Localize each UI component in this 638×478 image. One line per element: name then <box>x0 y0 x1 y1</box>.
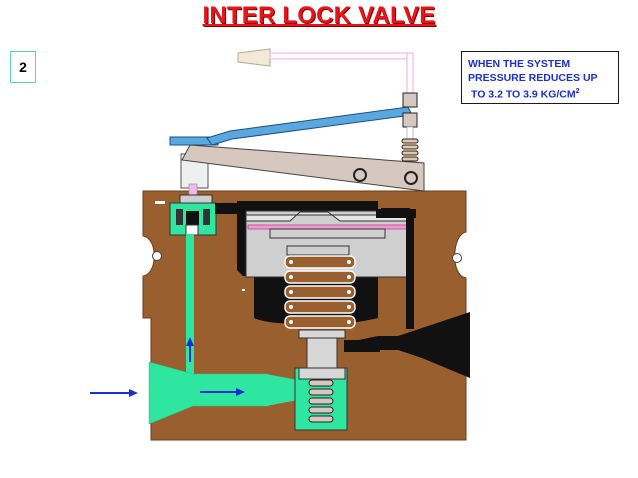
adjusting-spring <box>401 138 419 162</box>
step-number: 2 <box>19 59 27 75</box>
body-bolt-hole-right <box>452 253 462 263</box>
arrow-up-icon <box>186 337 194 362</box>
lower-valve-cap <box>298 367 346 380</box>
body-mark <box>155 201 165 204</box>
pivot-link-arm <box>206 106 413 146</box>
step-number-badge: 2 <box>10 51 36 83</box>
lever-end-pivot <box>404 171 418 185</box>
handle-grip <box>237 48 271 67</box>
inlet-flare <box>252 374 298 406</box>
pilot-pin <box>188 183 198 197</box>
page-title: INTER LOCK VALVE <box>202 2 436 29</box>
lever-beam <box>181 144 425 192</box>
note-line-2: PRESSURE REDUCES UP <box>468 72 598 84</box>
arrow-right-icon <box>200 388 245 396</box>
handle-rod <box>269 52 413 60</box>
outlet-nozzle <box>344 312 470 378</box>
valve-stem-head <box>298 329 346 339</box>
adjusting-stem <box>406 126 414 140</box>
note-superscript: 2 <box>575 88 580 95</box>
note-line-3: TO 3.2 TO 3.9 KG/CM2 <box>468 85 612 102</box>
arrow-right-icon <box>90 389 138 397</box>
pilot-seat-left <box>176 209 183 225</box>
lever-pivot <box>353 168 367 182</box>
control-pipe-vertical <box>406 210 414 329</box>
main-spring-rivets <box>289 260 351 324</box>
diaphragm-bar-black <box>381 208 410 218</box>
pilot-seat-right <box>203 209 210 225</box>
main-spring <box>284 255 356 329</box>
lower-valve-spring <box>308 379 334 423</box>
note-line-1: WHEN THE SYSTEM <box>468 58 571 70</box>
pilot-supply-passage <box>186 234 194 374</box>
outlet-stub <box>344 340 380 352</box>
body-bolt-hole-left <box>152 251 162 261</box>
pilot-ball <box>186 211 199 225</box>
handle-rod-vertical <box>406 52 414 97</box>
pilot-spring <box>185 224 199 236</box>
note-line-3-text: TO 3.2 TO 3.9 KG/CM <box>471 88 576 101</box>
diaphragm-disc <box>269 228 386 239</box>
pilot-stem-black <box>215 203 244 214</box>
spring-follower <box>286 245 350 256</box>
adjusting-nut-bottom <box>402 112 418 128</box>
adjusting-nut-top <box>402 92 418 108</box>
explanation-note: WHEN THE SYSTEM PRESSURE REDUCES UP TO 3… <box>461 51 619 104</box>
body-mark-small <box>242 289 245 291</box>
diaphragm <box>247 224 409 230</box>
